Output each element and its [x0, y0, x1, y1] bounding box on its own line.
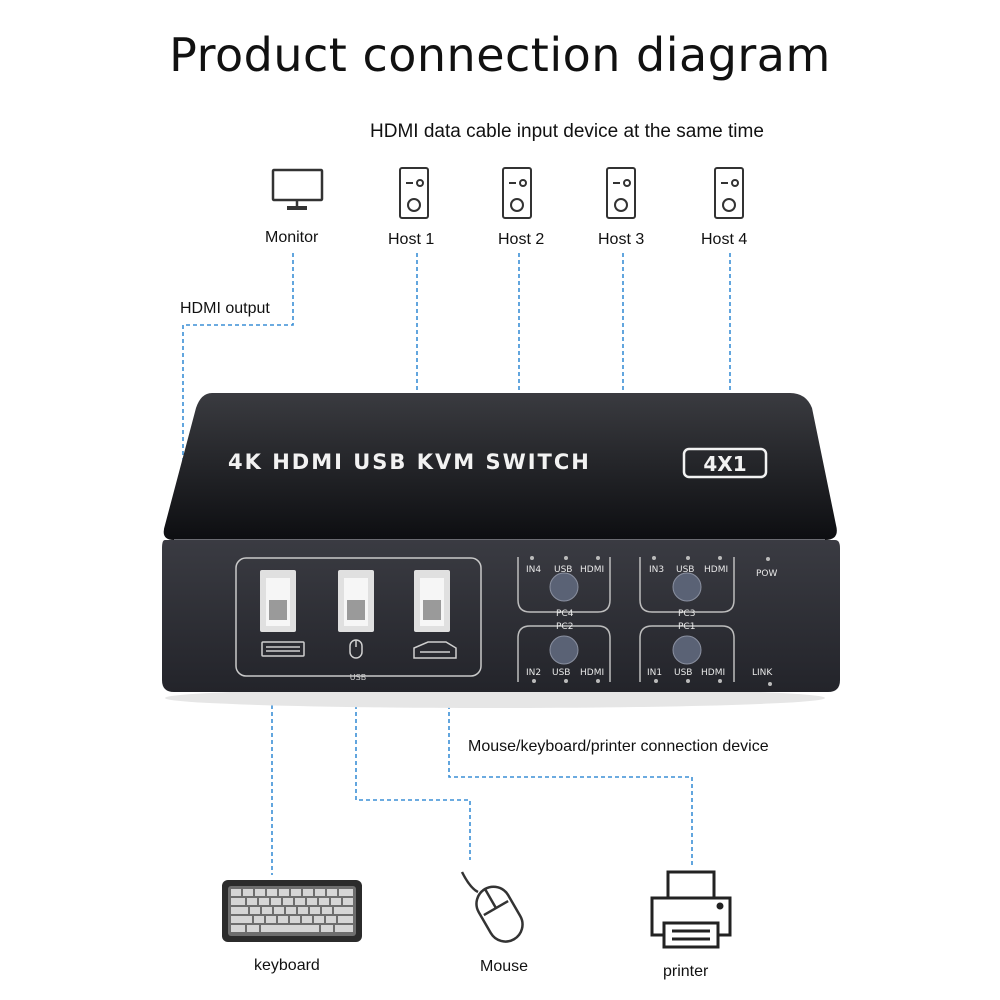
device-top	[163, 393, 837, 540]
pc3-usb-label: USB	[676, 565, 694, 575]
pc4-usb-label: USB	[554, 565, 572, 575]
connector-lines	[182, 253, 731, 875]
printer-icon	[650, 870, 732, 949]
mouse-icon	[349, 639, 363, 659]
pc3-label: PC3	[678, 609, 695, 619]
pc3-hdmi-label: HDMI	[704, 565, 728, 575]
keyboard-icon	[222, 880, 362, 942]
pc1-label: PC1	[678, 622, 695, 632]
pow-led	[766, 557, 770, 561]
pc-panel-1	[639, 625, 735, 683]
pc-panel-3	[639, 556, 735, 613]
pc-select-button-1[interactable]	[672, 635, 702, 665]
line-mouse	[355, 698, 471, 860]
line-hdmi-output	[182, 253, 294, 470]
pc-tower-icon	[399, 167, 429, 219]
line-printer	[448, 698, 693, 868]
printer-label: printer	[663, 963, 709, 980]
device-badge-frame	[682, 447, 768, 479]
pc-select-button-4[interactable]	[549, 572, 579, 602]
pc2-usb-label: USB	[552, 668, 570, 678]
pc4-label: PC4	[556, 609, 574, 619]
mouse-icon	[460, 871, 524, 943]
hdmi-output-label: HDMI output	[180, 300, 270, 317]
device-front	[162, 540, 840, 692]
pc1-hdmi-label: HDMI	[701, 668, 725, 678]
monitor-label: Monitor	[265, 229, 319, 246]
link-label: LINK	[752, 668, 773, 678]
page-title: Product connection diagram	[169, 28, 831, 82]
host-3-label: Host 3	[598, 231, 645, 248]
pc2-hdmi-label: HDMI	[580, 668, 604, 678]
pc-tower-icon	[714, 167, 744, 219]
host-2-label: Host 2	[498, 231, 545, 248]
pc1-in-label: IN1	[647, 668, 662, 678]
keyboard-label: keyboard	[254, 957, 320, 974]
device-name: 4K HDMI USB KVM SWITCH	[228, 450, 591, 474]
pc-tower-icon	[606, 167, 636, 219]
pc-select-button-3[interactable]	[672, 572, 702, 602]
pc3-in-label: IN3	[649, 565, 664, 575]
printer-icon	[413, 641, 457, 659]
pc4-hdmi-label: HDMI	[580, 565, 604, 575]
subtitle: HDMI data cable input device at the same…	[370, 121, 764, 142]
usb-devices-label: Mouse/keyboard/printer connection device	[468, 738, 769, 755]
pc-tower-icon	[502, 167, 532, 219]
host-1-label: Host 1	[388, 231, 435, 248]
pc-panel-2	[517, 625, 611, 683]
device-badge: 4X1	[703, 452, 746, 476]
host-4-label: Host 4	[701, 231, 748, 248]
pc4-in-label: IN4	[526, 565, 541, 575]
usb-port	[414, 570, 450, 632]
pc1-usb-label: USB	[674, 668, 692, 678]
link-led	[768, 682, 772, 686]
keyboard-icon	[261, 641, 305, 657]
usb-port	[260, 570, 296, 632]
usb-port	[338, 570, 374, 632]
pc2-in-label: IN2	[526, 668, 541, 678]
pc-panel-4	[517, 556, 611, 613]
kvm-switch-device: 4K HDMI USB KVM SWITCH 4X1 USB IN4 USB H…	[162, 393, 840, 708]
pow-label: POW	[756, 569, 778, 579]
pc-select-button-2[interactable]	[549, 635, 579, 665]
monitor-icon	[271, 168, 324, 210]
pc2-label: PC2	[556, 622, 573, 632]
usb-group-label: USB	[350, 673, 366, 682]
mouse-label: Mouse	[480, 958, 529, 975]
